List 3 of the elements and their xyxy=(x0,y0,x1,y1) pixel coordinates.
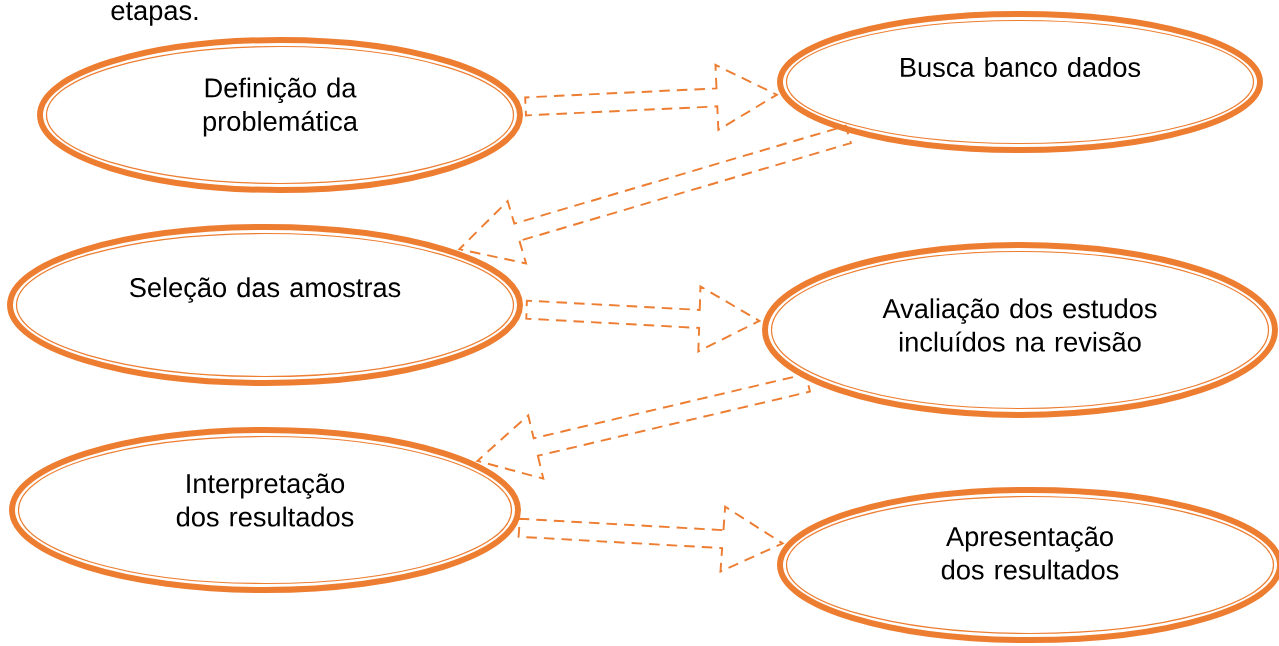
block-arrow xyxy=(517,505,785,574)
block-arrow xyxy=(524,63,779,132)
block-arrow xyxy=(525,284,762,353)
